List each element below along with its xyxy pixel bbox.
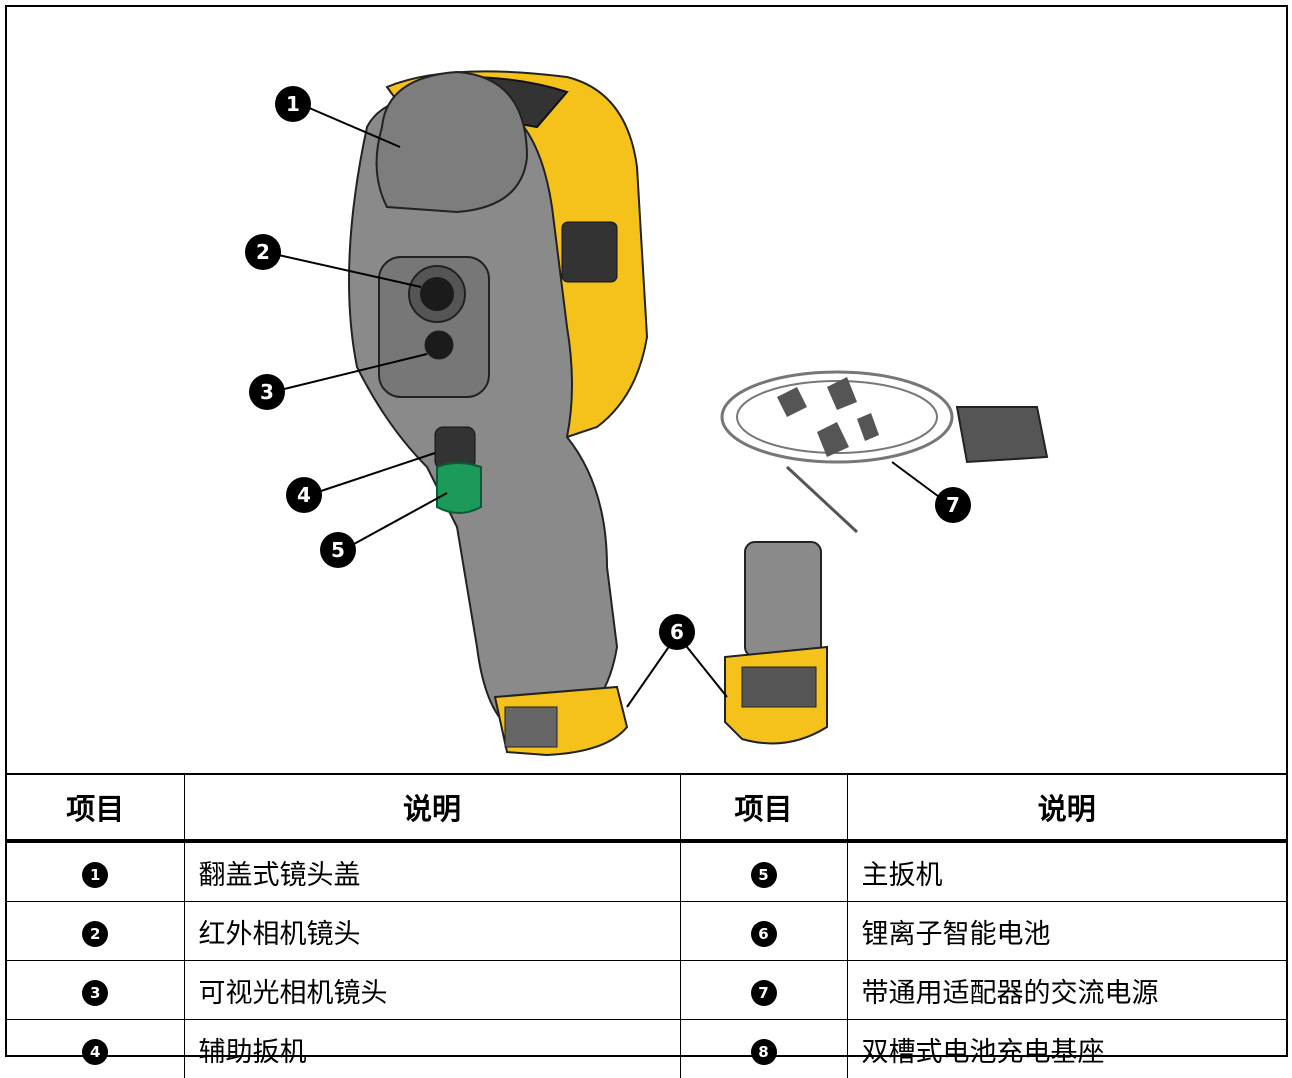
item-number-cell: 4 [7,1020,184,1078]
callout-7-label: 7 [946,493,960,517]
header-item-right: 项目 [680,774,847,841]
item-number-cell: 3 [7,961,184,1020]
item-description: 辅助扳机 [184,1020,680,1078]
battery-body [745,542,821,657]
callout-3-label: 3 [260,380,274,404]
item-badge: 4 [82,1039,108,1065]
legend-header-row: 项目 说明 项目 说明 [7,774,1286,841]
header-desc-left: 说明 [184,774,680,841]
item-number-cell: 8 [680,1020,847,1078]
item-badge: 3 [82,980,108,1006]
callout-4: 4 [286,477,322,513]
table-row: 1 翻盖式镜头盖 5 主扳机 [7,841,1286,902]
header-item-left: 项目 [7,774,184,841]
item-description: 锂离子智能电池 [847,902,1286,961]
callout-6-label: 6 [670,620,684,644]
plug-adapter-a [777,387,807,417]
power-adapter-brick [957,407,1047,462]
legend-table: 项目 说明 项目 说明 1 翻盖式镜头盖 5 主扳机 2 红外相机镜头 6 锂离… [7,773,1286,1078]
item-description: 红外相机镜头 [184,902,680,961]
callout-1-label: 1 [286,92,300,116]
item-description: 双槽式电池充电基座 [847,1020,1286,1078]
table-row: 4 辅助扳机 8 双槽式电池充电基座 [7,1020,1286,1078]
callout-2-label: 2 [256,240,270,264]
plug-adapter-d [857,413,879,441]
camera-illustration: 1 2 3 4 5 6 7 [7,7,1286,773]
leader-line-5 [343,493,447,550]
figure-frame: 1 2 3 4 5 6 7 项目 说明 项目 说明 1 翻盖式镜头盖 5 [5,5,1288,1057]
item-number-cell: 2 [7,902,184,961]
battery-latch [742,667,816,707]
item-description: 带通用适配器的交流电源 [847,961,1286,1020]
item-description: 可视光相机镜头 [184,961,680,1020]
callout-7: 7 [935,487,971,523]
item-number-cell: 6 [680,902,847,961]
header-desc-right: 说明 [847,774,1286,841]
lens-cover-flap [377,72,527,212]
callout-5-label: 5 [331,538,345,562]
item-description: 翻盖式镜头盖 [184,841,680,902]
callout-1: 1 [275,86,311,122]
camera-handle-pad [505,707,557,747]
side-port [562,222,617,282]
item-badge: 5 [751,862,777,888]
item-badge: 7 [751,980,777,1006]
item-number-cell: 7 [680,961,847,1020]
power-plug-lead [787,467,857,532]
callout-4-label: 4 [297,483,311,507]
visual-lens [425,331,453,359]
item-badge: 6 [751,921,777,947]
item-badge: 1 [82,862,108,888]
item-description: 主扳机 [847,841,1286,902]
callout-3: 3 [249,374,285,410]
ir-lens-glass [420,277,454,311]
camera-drawing: 1 2 3 4 5 6 7 [7,7,1286,773]
table-row: 3 可视光相机镜头 7 带通用适配器的交流电源 [7,961,1286,1020]
item-badge: 8 [751,1039,777,1065]
item-badge: 2 [82,921,108,947]
callout-5: 5 [320,532,356,568]
item-number-cell: 1 [7,841,184,902]
callout-2: 2 [245,234,281,270]
primary-trigger [437,463,481,513]
item-number-cell: 5 [680,841,847,902]
table-row: 2 红外相机镜头 6 锂离子智能电池 [7,902,1286,961]
callout-6: 6 [659,614,695,650]
leader-line-4 [309,453,435,495]
